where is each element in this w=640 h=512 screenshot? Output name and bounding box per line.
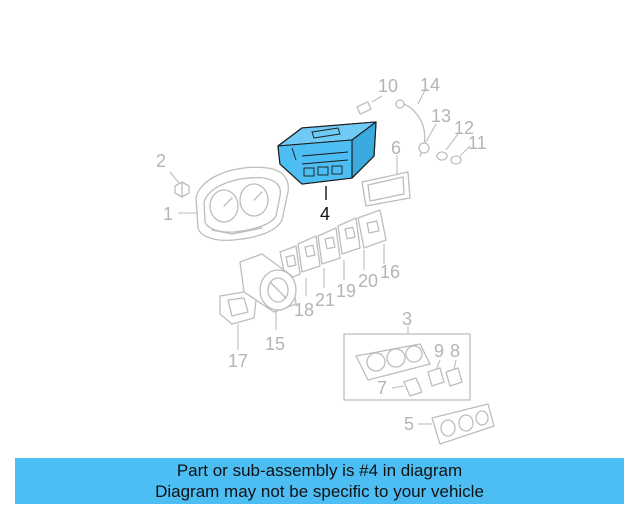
callout-7: 7 [377, 378, 387, 398]
banner-line-disclaimer: Diagram may not be specific to your vehi… [155, 482, 484, 501]
part-3-control-panel [343, 326, 471, 401]
part-17-switch-module [219, 291, 257, 350]
callout-18: 18 [294, 300, 314, 320]
callout-10: 10 [378, 76, 398, 96]
part-8-knob [445, 359, 463, 387]
part-15-headlight-switch [239, 253, 297, 330]
callout-6: 6 [391, 138, 401, 158]
part-14-cable [395, 87, 427, 157]
callout-15: 15 [265, 334, 285, 354]
callout-2: 2 [156, 151, 166, 171]
info-banner: Part or sub-assembly is #4 in diagram Di… [15, 458, 624, 504]
callout-17: 17 [228, 351, 248, 371]
part-10-connector [356, 95, 383, 115]
callout-1: 1 [163, 204, 173, 224]
banner-line-part-number: Part or sub-assembly is #4 in diagram [176, 461, 463, 480]
callout-16: 16 [380, 262, 400, 282]
part-11-clip [450, 145, 471, 165]
part-5-bezel [418, 403, 495, 445]
part-21-switch [297, 235, 325, 288]
part-2-screw [169, 171, 190, 198]
part-4-climate-control-unit [277, 121, 377, 200]
callout-4: 4 [320, 204, 330, 224]
part-12-clip [436, 133, 459, 161]
callout-20: 20 [358, 271, 378, 291]
callout-8: 8 [450, 341, 460, 361]
callout-12: 12 [454, 118, 474, 138]
parts-diagram: 1 2 3 4 5 6 7 8 9 10 11 12 13 14 15 16 1… [156, 75, 495, 445]
callout-11: 11 [468, 133, 487, 153]
part-1-instrument-cluster [178, 166, 289, 242]
part-9-knob [427, 359, 445, 387]
callout-21: 21 [315, 290, 335, 310]
callout-13: 13 [431, 106, 451, 126]
callout-3: 3 [402, 309, 412, 329]
part-20-switch [337, 217, 365, 270]
part-7-knob [391, 377, 423, 397]
callout-14: 14 [420, 75, 440, 95]
part-13-clip [418, 123, 437, 154]
callout-9: 9 [434, 341, 444, 361]
callout-19: 19 [336, 281, 356, 301]
part-19-switch [317, 227, 345, 280]
callout-5: 5 [404, 414, 414, 434]
part-16-switch [357, 209, 387, 264]
part-6-trim-frame [361, 155, 411, 207]
